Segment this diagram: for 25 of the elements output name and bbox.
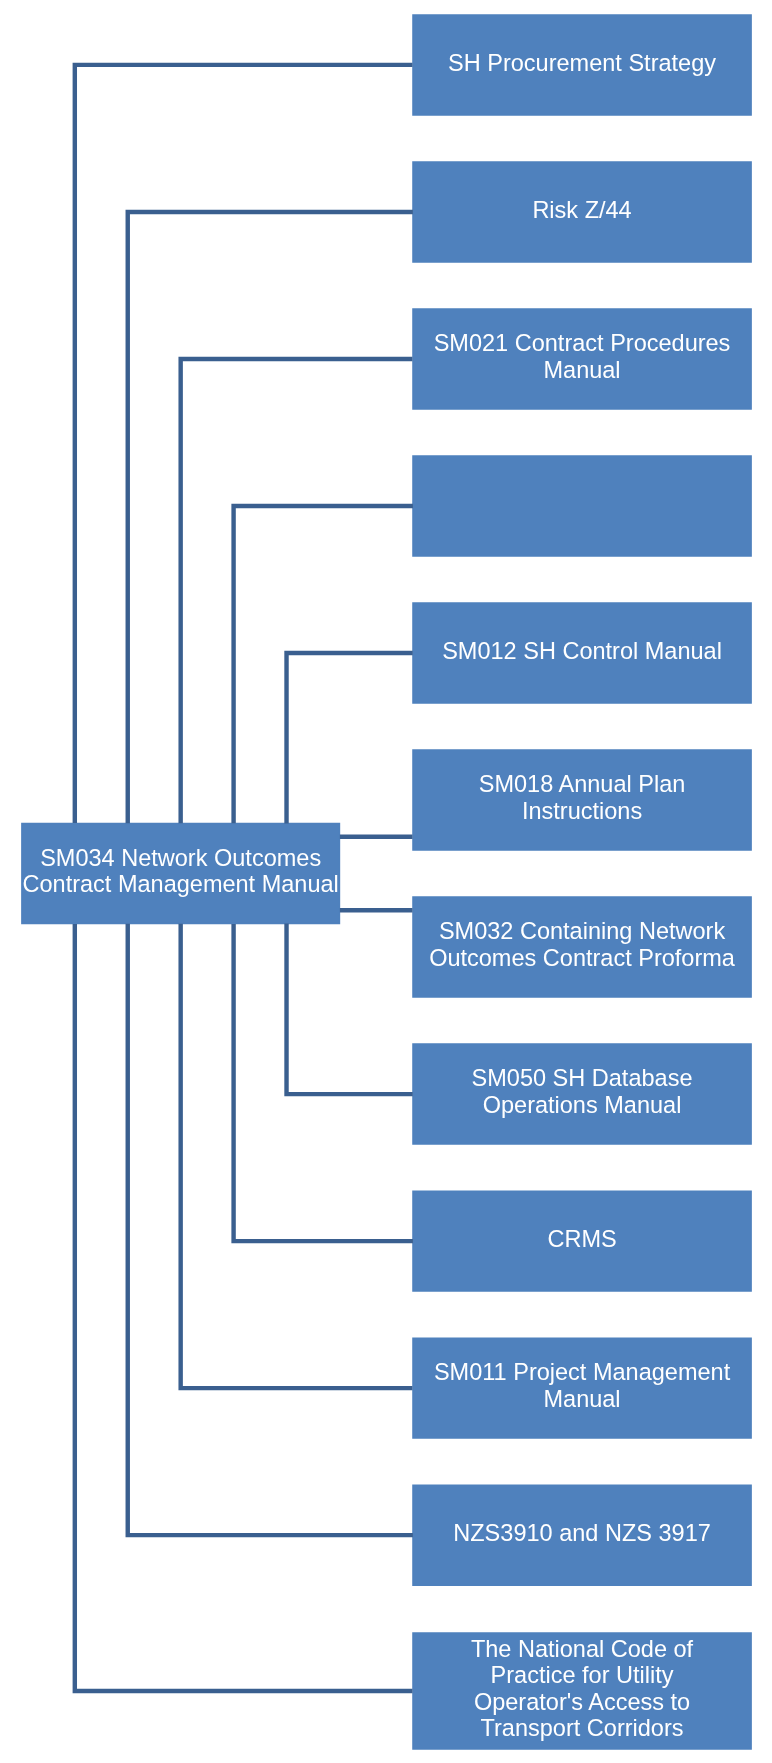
node-box: SM018 Annual Plan Instructions (411, 748, 752, 851)
node-box: Risk Z/44 (411, 160, 752, 263)
node-box: SM011 Project Management Manual (411, 1336, 752, 1439)
connector (72, 923, 412, 1693)
node-box: NZS3910 and NZS 3917 (411, 1483, 752, 1586)
node-box: CRMS (411, 1189, 752, 1292)
node-box (411, 454, 752, 557)
connector (230, 923, 413, 1243)
connector (125, 923, 413, 1537)
node-box: SH Procurement Strategy (411, 13, 752, 116)
node-box: SM021 Contract Procedures Manual (411, 307, 752, 410)
connector (283, 923, 413, 1096)
connector (177, 923, 412, 1390)
connector (283, 650, 413, 823)
connector (339, 834, 412, 839)
connector (339, 907, 412, 912)
node-box: SM032 Containing Network Outcomes Contract Proforma (411, 895, 752, 998)
node-box: SM012 SH Control Manual (411, 601, 752, 704)
connector (72, 62, 412, 823)
node-box: The National Code of Practice for Utility Operator's Access to Transport Corridors (411, 1631, 752, 1750)
node-box: SM034 Network Outcomes Contract Management Manual (20, 822, 340, 924)
connector (230, 503, 413, 823)
connector (125, 209, 413, 823)
node-box: SM050 SH Database Operations Manual (411, 1042, 752, 1145)
connector (177, 356, 412, 823)
